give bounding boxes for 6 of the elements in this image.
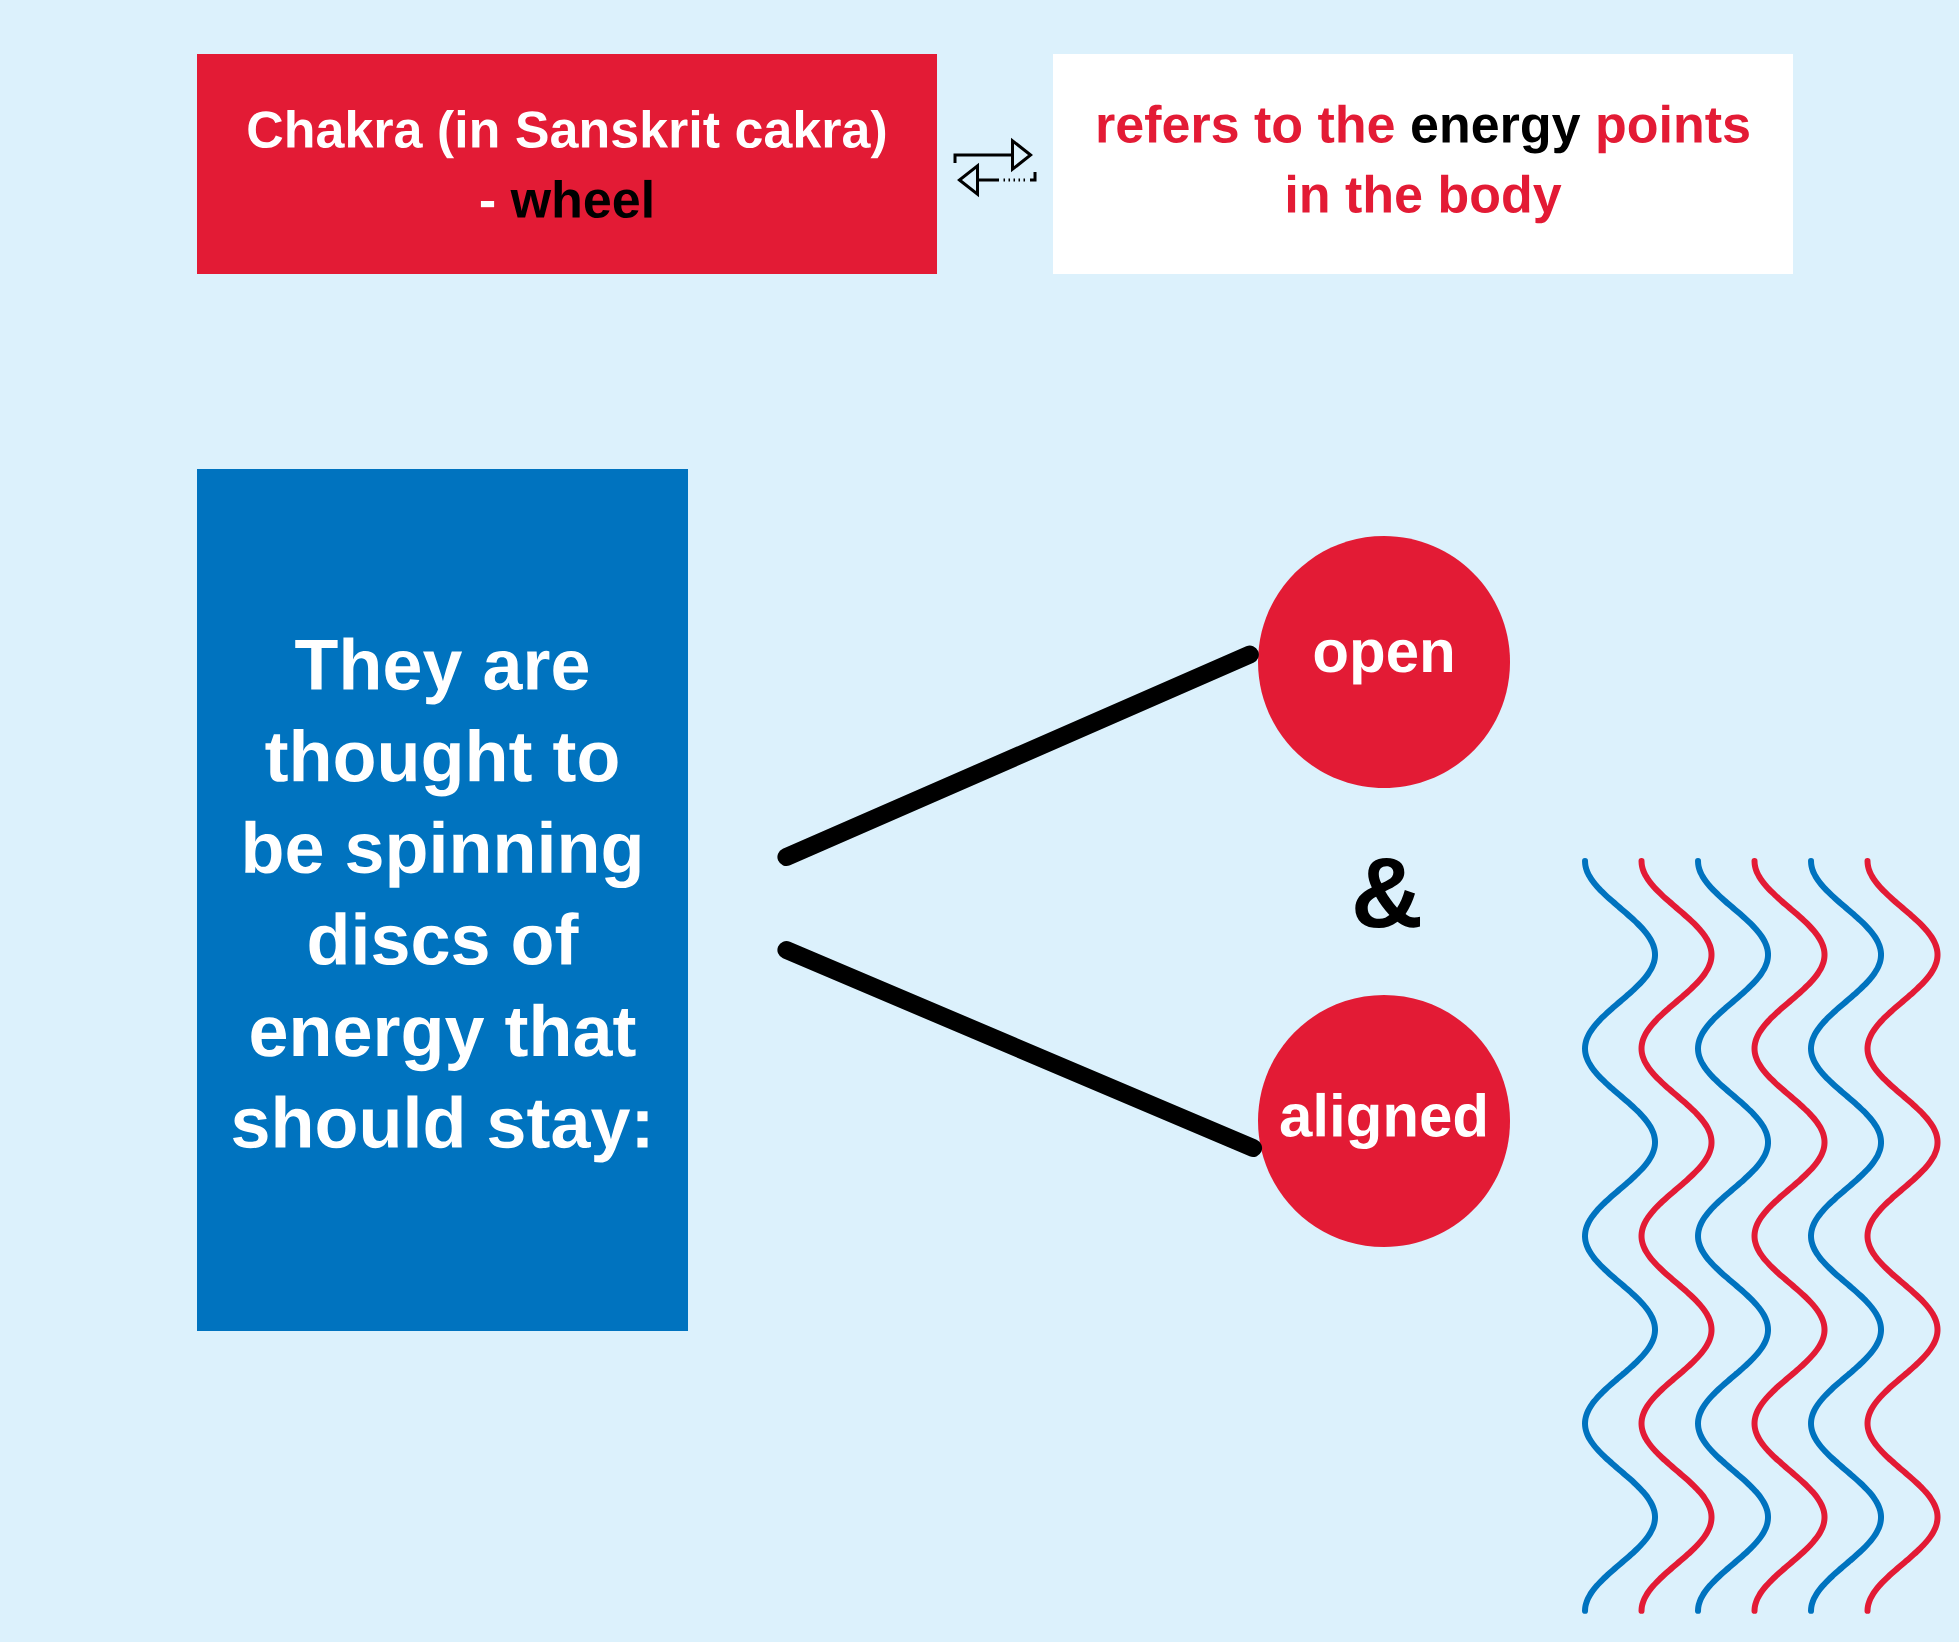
definition-box: refers to the energy points in the body (1053, 54, 1793, 274)
term-box: Chakra (in Sanskrit cakra) - wheel (197, 54, 937, 274)
connector-line (777, 645, 1259, 866)
ampersand: & (1355, 857, 1420, 929)
connector-line (777, 941, 1263, 1158)
description-box: They are thought to be spinning discs of energy that should stay: (197, 469, 688, 1331)
